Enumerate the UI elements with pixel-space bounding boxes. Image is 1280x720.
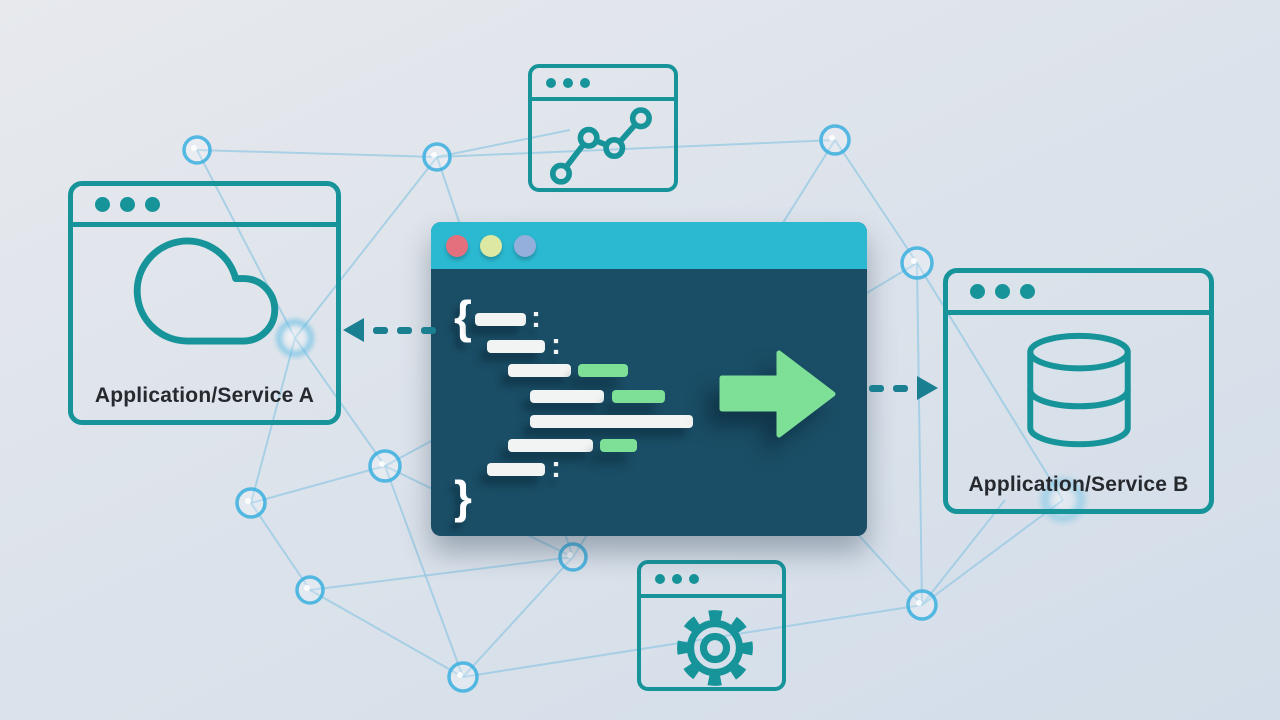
network-edge (462, 556, 574, 678)
window-dot-icon (970, 284, 985, 299)
arrow-dash (373, 326, 388, 334)
settings-titlebar (641, 564, 782, 598)
code-colon: : (531, 301, 541, 334)
service-b-window: Application/Service B (943, 268, 1214, 514)
window-dot-icon (95, 196, 110, 212)
window-dot-icon (580, 77, 590, 88)
network-node-highlight (431, 152, 437, 158)
network-node-highlight (457, 672, 463, 678)
network-node (558, 542, 588, 572)
traffic-light-red-icon (446, 234, 468, 257)
network-node-highlight (191, 145, 197, 151)
code-lines: { } ::: (431, 222, 867, 536)
code-colon: : (551, 328, 561, 361)
service-a-titlebar (73, 186, 336, 227)
traffic-light-blue-icon (514, 234, 536, 257)
window-dot-icon (563, 77, 573, 88)
network-edge (309, 589, 464, 678)
arrowhead-left-icon (343, 318, 364, 342)
window-dot-icon (120, 196, 135, 212)
service-a-window: Application/Service A (68, 181, 341, 425)
service-b-label: Application/Service B (968, 473, 1189, 496)
code-token-white (530, 390, 604, 403)
window-dot-icon (995, 284, 1010, 299)
arrow-to-service-b (869, 376, 938, 400)
window-dot-icon (546, 77, 556, 88)
network-node (422, 142, 452, 172)
cloud-icon (133, 237, 279, 345)
network-node-highlight (916, 600, 922, 606)
settings-window (637, 560, 786, 691)
network-edge (921, 499, 1006, 606)
network-node (235, 487, 267, 519)
code-editor-titlebar (431, 222, 867, 269)
network-edge (916, 262, 923, 606)
network-node (368, 449, 402, 483)
code-token-green (600, 439, 637, 452)
network-node (906, 589, 938, 621)
arrow-dash (893, 384, 908, 392)
code-token-green (578, 364, 628, 377)
service-a-label: Application/Service A (94, 384, 315, 407)
window-dot-icon (655, 574, 665, 584)
analytics-titlebar (532, 68, 674, 101)
window-dot-icon (1020, 284, 1035, 299)
window-dot-icon (145, 196, 160, 212)
network-edge (309, 556, 574, 591)
arrow-to-service-a (343, 318, 436, 342)
network-node (182, 135, 212, 165)
network-node-highlight (379, 461, 385, 467)
network-node-highlight (567, 552, 573, 558)
network-node-highlight (911, 258, 917, 264)
code-token-white (475, 313, 526, 326)
network-node (819, 124, 851, 156)
window-dot-icon (672, 574, 682, 584)
arrow-dash (869, 384, 884, 392)
code-token-white (530, 415, 693, 428)
window-dot-icon (689, 574, 699, 584)
network-edge (250, 502, 311, 591)
database-icon (1027, 332, 1131, 448)
service-b-titlebar (948, 273, 1209, 315)
network-node-highlight (304, 585, 310, 591)
line-chart-icon (549, 107, 652, 185)
gear-icon (677, 610, 753, 686)
open-brace: { (454, 291, 472, 343)
network-node-highlight (245, 498, 251, 504)
network-node-highlight (829, 135, 835, 141)
arrowhead-right-icon (917, 376, 938, 400)
arrow-dash (397, 326, 412, 334)
code-token-white (487, 463, 545, 476)
network-node (295, 575, 325, 605)
code-token-white (508, 439, 593, 452)
code-token-green (612, 390, 665, 403)
network-node (900, 246, 934, 280)
code-token-white (487, 340, 545, 353)
network-node (447, 661, 479, 693)
code-colon: : (551, 451, 561, 484)
network-edge (921, 499, 1064, 606)
code-editor-window: { } ::: (431, 222, 867, 536)
traffic-light-yellow-icon (480, 234, 502, 257)
network-edge (196, 149, 438, 158)
analytics-window (528, 64, 678, 192)
code-token-white (508, 364, 571, 377)
close-brace: } (454, 471, 472, 523)
arrow-dash (421, 326, 436, 334)
network-edge (250, 465, 386, 504)
